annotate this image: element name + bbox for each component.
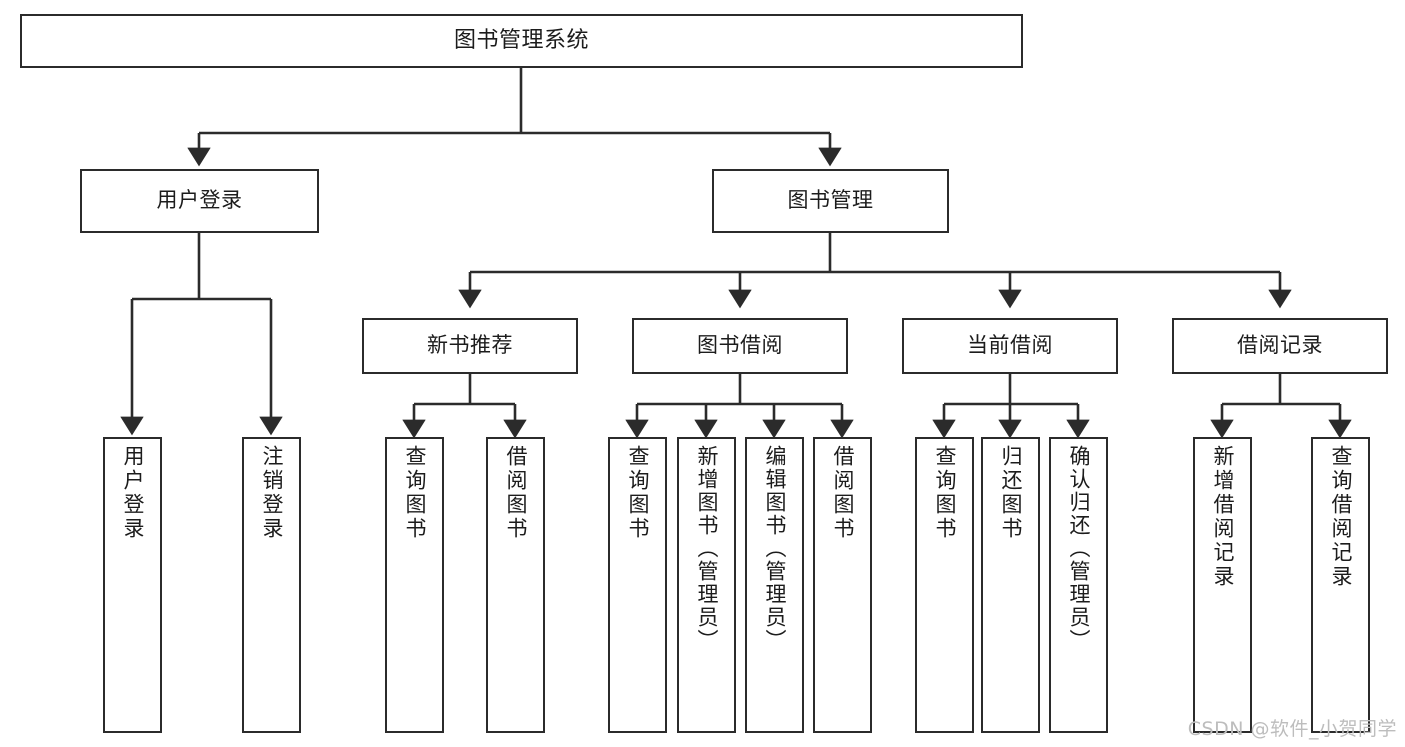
leaf-add-borrow-record[interactable]: 新增借阅记录: [1193, 437, 1252, 733]
node-label: 借阅记录: [1237, 333, 1323, 358]
node-label: 新书推荐: [427, 333, 513, 358]
node-book-management[interactable]: 图书管理: [712, 169, 949, 233]
node-user-login[interactable]: 用户登录: [80, 169, 319, 233]
node-label: 借阅图书: [504, 445, 528, 541]
node-label: 注销登录: [260, 445, 284, 541]
leaf-return-book[interactable]: 归还图书: [981, 437, 1040, 733]
node-label: 图书管理: [787, 188, 874, 213]
leaf-edit-book-admin[interactable]: 编辑图书（管理员）: [745, 437, 804, 733]
leaf-borrow-book[interactable]: 借阅图书: [813, 437, 872, 733]
leaf-user-login[interactable]: 用户登录: [103, 437, 162, 733]
node-label: 图书管理系统: [453, 27, 589, 53]
leaf-add-book-admin[interactable]: 新增图书（管理员）: [677, 437, 736, 733]
node-label: 借阅图书: [831, 445, 855, 541]
leaf-borrow-book-recommend[interactable]: 借阅图书: [486, 437, 545, 733]
leaf-query-book-borrow[interactable]: 查询图书: [608, 437, 667, 733]
node-label: 查询借阅记录: [1329, 445, 1353, 589]
node-root-book-management-system[interactable]: 图书管理系统: [20, 14, 1023, 68]
node-label: 用户登录: [156, 188, 243, 213]
leaf-confirm-return-admin[interactable]: 确认归还（管理员）: [1049, 437, 1108, 733]
node-label: 新增图书（管理员）: [695, 445, 719, 652]
leaf-query-borrow-record[interactable]: 查询借阅记录: [1311, 437, 1370, 733]
node-label: 查询图书: [933, 445, 957, 541]
node-book-borrow[interactable]: 图书借阅: [632, 318, 848, 374]
node-label: 确认归还（管理员）: [1067, 445, 1091, 652]
leaf-user-logout[interactable]: 注销登录: [242, 437, 301, 733]
node-new-book-recommend[interactable]: 新书推荐: [362, 318, 578, 374]
leaf-query-book-current[interactable]: 查询图书: [915, 437, 974, 733]
node-label: 图书借阅: [697, 333, 783, 358]
node-label: 新增借阅记录: [1211, 445, 1235, 589]
node-current-borrow[interactable]: 当前借阅: [902, 318, 1118, 374]
node-label: 查询图书: [403, 445, 427, 541]
node-label: 查询图书: [626, 445, 650, 541]
node-label: 用户登录: [121, 445, 145, 541]
node-label: 归还图书: [999, 445, 1023, 541]
watermark: CSDN @软件_小贺同学: [1187, 718, 1397, 740]
node-borrow-record[interactable]: 借阅记录: [1172, 318, 1388, 374]
node-label: 当前借阅: [967, 333, 1053, 358]
leaf-query-book-recommend[interactable]: 查询图书: [385, 437, 444, 733]
node-label: 编辑图书（管理员）: [763, 445, 787, 652]
